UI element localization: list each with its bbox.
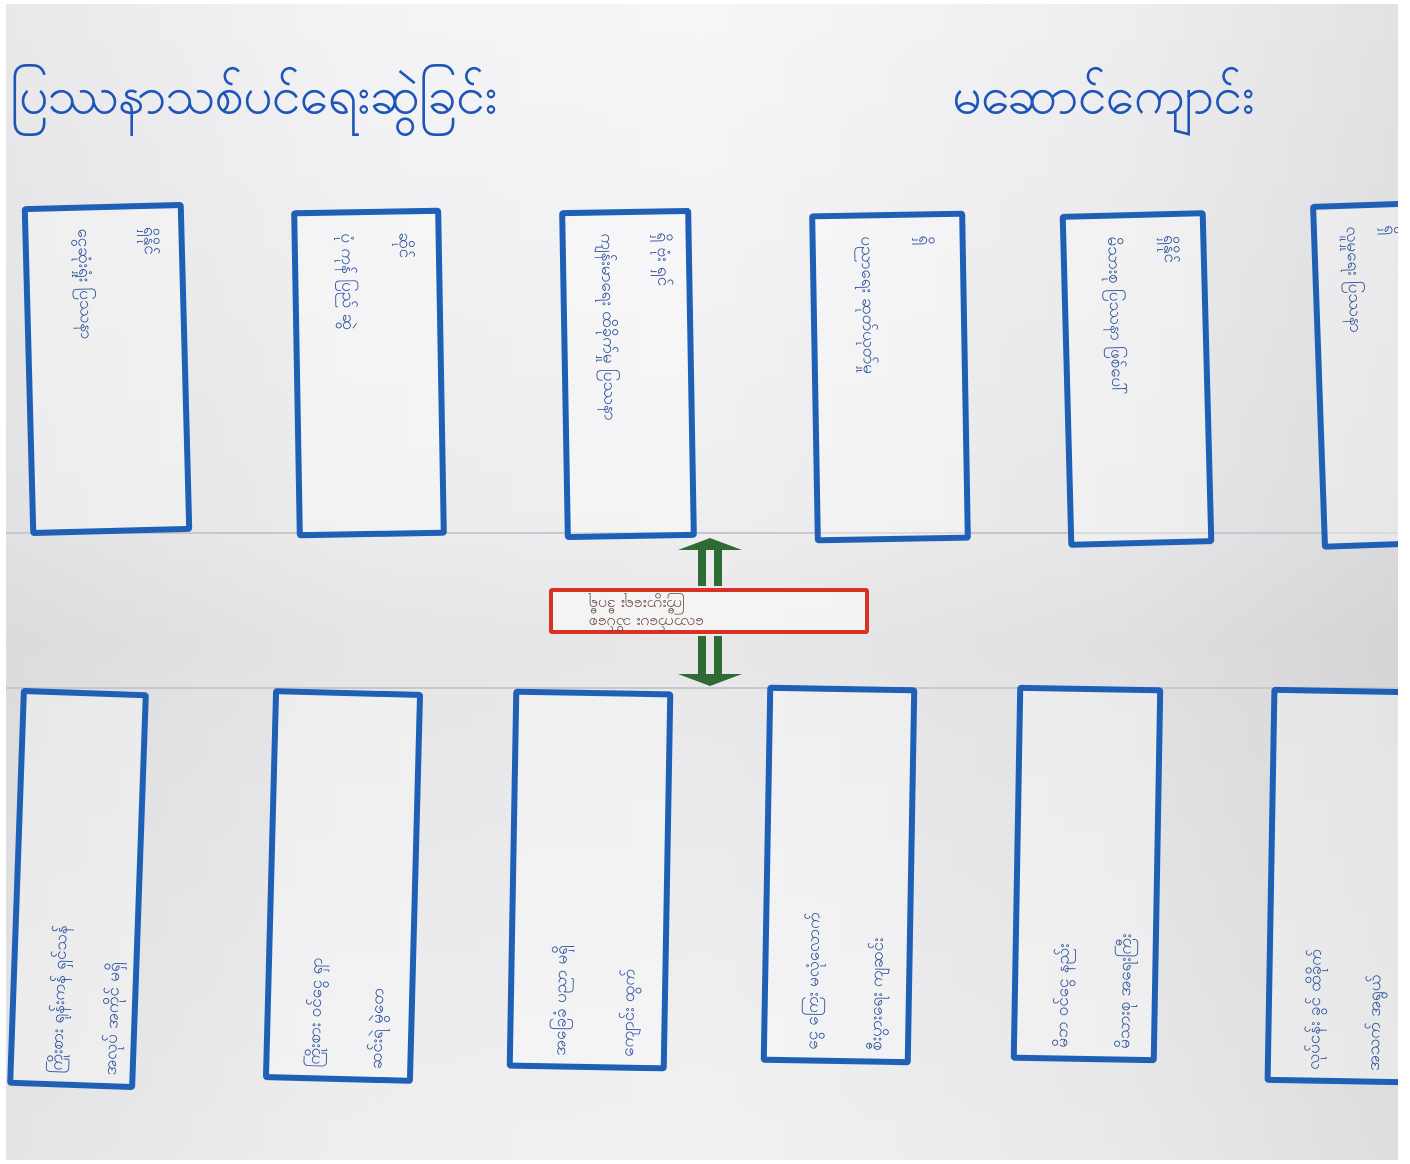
effect-card-4-text-1: ရှိ bbox=[914, 235, 935, 246]
effect-card-6: ရှိ လူမှုရေး ပြဿနာ bbox=[1309, 200, 1398, 550]
cause-card-5: မိဘ ဝင်ငွေ နည်း မိသားစု အရေးကြီး bbox=[1010, 684, 1164, 1064]
cause-card-5-text-2: မိသားစု အရေးကြီး bbox=[1113, 933, 1136, 1049]
arrow-down-icon bbox=[674, 636, 746, 688]
cause-card-2: ကြိုးစား ဝင်ငွေ ရှာ ဆင်းရဲ မွဲတေ bbox=[262, 688, 424, 1084]
effect-card-5-text-1: ရှိနိုင် bbox=[1159, 234, 1180, 264]
cause-card-4: ငွေ ကြေး မလုံလောက် စီးပွားရေး ကျဆင်း bbox=[760, 684, 918, 1066]
cause-card-6: လုပ်ငန်း ခွင် ထိခိုက် အသက် အရွယ် bbox=[1264, 686, 1398, 1086]
arrow-up-icon bbox=[674, 536, 746, 586]
effect-card-6-text-1: ရှိ bbox=[1379, 224, 1398, 236]
effect-card-3-text-1: ရှိ ဗုံး ရှင် bbox=[652, 232, 674, 287]
cause-card-2-text-1: ကြိုးစား ဝင်ငွေ ရှာ bbox=[304, 957, 328, 1068]
fold-line-bottom bbox=[6, 687, 1398, 689]
fold-line-top bbox=[6, 532, 1398, 534]
effect-card-2-text-2: ပုံ ကုန် ပြည် ဆွဲ bbox=[336, 233, 359, 331]
core-problem-box: ကြီးပွားရေး ဒီဂရီ လောက်ပေး သိပ်စေ bbox=[549, 588, 869, 634]
cause-card-3-text-1: အခြေခံ ပညာ မရှိ bbox=[549, 944, 572, 1056]
effect-card-5: ရှိနိုင် မိသားစု ပြဿနာ ဖြစ်ပေါ် bbox=[1059, 210, 1215, 548]
handwritten-title-left: ပြဿနာသစ်ပင်ရေးဆွဲခြင်း bbox=[10, 66, 498, 126]
cause-card-6-text-1: လုပ်ငန်း ခွင် ထိခိုက် bbox=[1303, 948, 1326, 1070]
cause-card-3: အခြေခံ ပညာ မရှိ ကျောင်း ထွက် bbox=[506, 688, 674, 1072]
effect-card-5-text-2: မိသားစု ပြဿနာ ဖြစ်ပေါ် bbox=[1103, 236, 1128, 396]
cause-card-1: ကြိုးစား ရုန်းကန် ရှင်သန် အလုပ် အကိုင် မ… bbox=[7, 687, 149, 1091]
effect-card-4-text-2: ပညာရေး ဆုတ်ယုတ်မှု bbox=[856, 236, 879, 375]
effect-card-6-text-2: လူမှုရေး ပြဿနာ bbox=[1341, 226, 1366, 334]
core-problem-line-1: ကြီးပွားရေး ဒီဂရီ bbox=[589, 596, 685, 615]
cause-card-1-text-1: ကြိုးစား ရုန်းကန် ရှင်သန် bbox=[46, 924, 72, 1074]
core-problem-line-2: လောက်ပေး သိပ်စေ bbox=[589, 614, 705, 633]
cause-card-4-text-2: စီးပွားရေး ကျဆင်း bbox=[865, 937, 888, 1051]
cause-card-2-text-2: ဆင်းရဲ မွဲတေ bbox=[366, 987, 389, 1070]
notebook-photo: ပြဿနာသစ်ပင်ရေးဆွဲခြင်း မဆောင်ကျောင်း ရှိ… bbox=[6, 4, 1398, 1160]
effect-card-4: ရှိ ပညာရေး ဆုတ်ယုတ်မှု bbox=[809, 210, 971, 544]
cause-card-6-text-2: အသက် အရွယ် bbox=[1363, 974, 1386, 1071]
effect-card-3: ရှိ ဗုံး ရှင် ကျန်းမာရေး ထိခိုက်မှု ပြဿန… bbox=[559, 207, 697, 541]
cause-card-3-text-2: ကျောင်း ထွက် bbox=[617, 968, 640, 1057]
cause-card-4-text-1: ငွေ ကြေး မလုံလောက် bbox=[801, 912, 825, 1050]
handwritten-title-right: မဆောင်ကျောင်း bbox=[952, 66, 1255, 126]
effect-card-1: ရှိနိုင် ငွေဆုံးရှုံး ပြဿနာ bbox=[21, 201, 193, 537]
effect-card-1-text-1: ရှိနိုင် bbox=[139, 226, 161, 256]
effect-card-2-text-1: ဆိုင် bbox=[394, 232, 416, 259]
cause-card-1-text-2: အလုပ် အကိုင် မရှိ bbox=[100, 961, 125, 1076]
cause-card-5-text-1: မိဘ ဝင်ငွေ နည်း bbox=[1051, 943, 1074, 1048]
effect-card-2: ဆိုင် ပုံ ကုန် ပြည် ဆွဲ bbox=[291, 207, 447, 539]
effect-card-1-text-2: ငွေဆုံးရှုံး ပြဿနာ bbox=[73, 228, 97, 340]
effect-card-3-text-2: ကျန်းမာရေး ထိခိုက်မှု ပြဿနာ bbox=[596, 233, 620, 421]
